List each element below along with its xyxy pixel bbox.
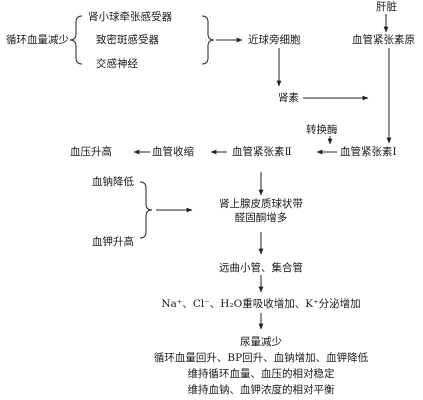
node-reduced-blood-volume: 循环血量减少 — [6, 34, 69, 46]
node-adrenal-line1: 肾上腺皮质球状带 — [219, 198, 303, 210]
node-angiotensin-1: 血管紧张素Ⅰ — [340, 146, 397, 158]
node-distal-tubule: 远曲小管、集合管 — [219, 262, 303, 274]
node-bp-rise: 血压升高 — [70, 146, 112, 158]
right-brace-receptors — [201, 15, 215, 65]
node-vasoconstriction: 血管收缩 — [152, 146, 194, 158]
brace-electrolytes — [139, 181, 153, 239]
node-result-3: 维持血钠、血钾浓度的相对平衡 — [187, 384, 335, 396]
node-sodium-low: 血钠降低 — [92, 176, 134, 188]
left-brace-receptors — [69, 15, 83, 65]
node-liver: 肝脏 — [376, 1, 397, 13]
node-sympathetic: 交感神经 — [96, 58, 138, 70]
node-result-1: 循环血量回升、BP回升、血钠增加、血钾降低 — [153, 352, 369, 364]
node-result-2: 维持循环血量、血压的相对稳定 — [187, 368, 335, 380]
node-angiotensin-2: 血管紧张素Ⅱ — [232, 146, 292, 158]
node-converting-enzyme: 转换酶 — [306, 124, 338, 136]
node-renin: 肾素 — [278, 92, 299, 104]
node-angiotensinogen: 血管紧张素原 — [352, 34, 415, 46]
node-macula-densa: 致密斑感受器 — [96, 34, 159, 46]
node-juxtaglomerular: 近球旁细胞 — [248, 34, 301, 46]
node-reabsorption: Na⁺、Cl⁻、H₂O重吸收增加、K⁺分泌增加 — [161, 298, 361, 310]
node-adrenal-line2: 醛固酮增多 — [234, 212, 288, 224]
node-baroreceptor: 肾小球牵张感受器 — [88, 11, 172, 23]
node-potassium-high: 血钾升高 — [92, 236, 134, 248]
node-urine-reduced: 尿量减少 — [240, 336, 282, 348]
